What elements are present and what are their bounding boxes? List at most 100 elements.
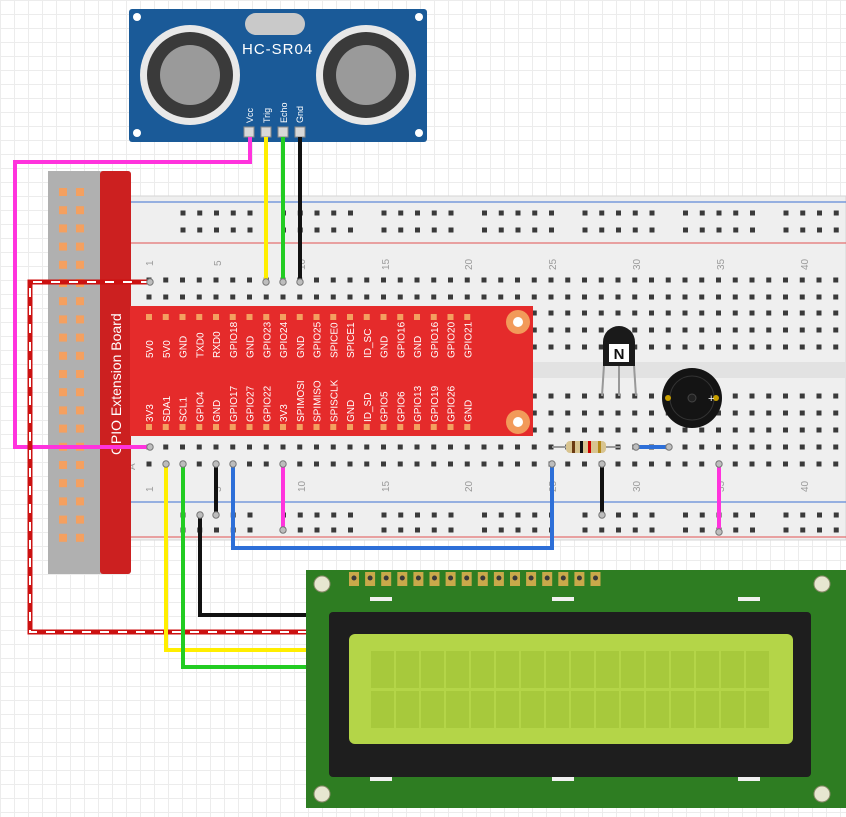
term-hole — [531, 461, 537, 467]
term-hole — [716, 344, 721, 350]
term-hole — [431, 461, 437, 467]
sensor-title: HC-SR04 — [242, 41, 313, 58]
cobbler-bottom-pin-label: 3V3 — [145, 404, 156, 422]
term-hole — [448, 461, 453, 467]
term-hole — [230, 294, 236, 300]
rail-hole — [431, 527, 437, 533]
wire-end — [229, 460, 237, 468]
rail-hole — [247, 210, 253, 216]
term-hole — [381, 294, 386, 300]
sensor-hole-tl — [133, 13, 141, 21]
cobbler-top-pin-label: 5V0 — [145, 340, 156, 358]
lcd-cell — [621, 651, 644, 688]
ribbon-pin — [76, 497, 84, 506]
lcd-hole-bl — [313, 785, 331, 803]
term-hole — [799, 277, 805, 283]
col-num-b-15: 15 — [381, 480, 392, 492]
wire-sda-yellow[interactable] — [164, 464, 306, 652]
term-hole — [632, 294, 638, 300]
rail-hole — [783, 227, 789, 233]
term-hole — [833, 327, 839, 333]
term-hole — [732, 444, 738, 450]
term-hole — [716, 277, 721, 283]
term-hole — [531, 310, 537, 316]
rail-hole — [498, 512, 504, 518]
term-hole — [682, 461, 688, 467]
term-hole — [498, 294, 504, 300]
term-hole — [833, 461, 839, 467]
ribbon-pin — [76, 533, 84, 542]
term-hole — [783, 327, 788, 333]
term-hole — [766, 444, 772, 450]
cobbler-pin — [213, 424, 219, 430]
term-hole — [632, 327, 638, 333]
rail-hole — [582, 527, 588, 533]
cobbler-top-pin-label: GND — [413, 336, 424, 358]
term-hole — [783, 393, 788, 399]
term-hole — [749, 277, 755, 283]
sensor-hole-br — [415, 129, 423, 137]
buzzer-pin-plus — [713, 395, 719, 401]
wire-gpio17-blue[interactable] — [231, 464, 554, 550]
rail-hole — [616, 210, 621, 216]
wire-end — [212, 460, 220, 468]
rail-hole — [515, 527, 521, 533]
cobbler-bottom-pin-label: SPIMISO — [313, 380, 324, 422]
term-hole — [682, 327, 688, 333]
rail-hole — [699, 527, 705, 533]
col-num-b-40: 40 — [800, 480, 811, 492]
term-hole — [799, 294, 805, 300]
sensor-pin-trig[interactable] — [260, 126, 272, 138]
term-hole — [682, 294, 688, 300]
wires — [13, 137, 721, 669]
term-hole — [582, 294, 587, 300]
rail-hole — [515, 210, 521, 216]
term-hole — [196, 461, 202, 467]
wire-vcc-magenta[interactable] — [13, 137, 252, 449]
rail-hole — [197, 227, 203, 233]
term-hole — [615, 461, 621, 467]
term-hole — [632, 461, 638, 467]
rail-hole — [632, 527, 638, 533]
term-hole — [381, 277, 386, 283]
ribbon-pin — [59, 260, 67, 269]
rail-hole — [783, 527, 789, 533]
term-hole — [682, 277, 688, 283]
cobbler-bottom-pin-label: GPIO22 — [262, 385, 273, 422]
term-hole — [582, 427, 587, 433]
rail-hole — [415, 512, 420, 518]
wire-lcd-gnd-black[interactable] — [198, 515, 306, 617]
resistor-body — [566, 441, 606, 453]
cobbler-pin — [296, 314, 303, 320]
term-hole — [615, 410, 621, 416]
wire-end — [146, 278, 154, 286]
lcd-cell — [696, 651, 719, 688]
term-hole — [314, 277, 319, 283]
term-hole — [749, 310, 755, 316]
sensor-pin-vcc[interactable] — [243, 126, 255, 138]
term-hole — [665, 294, 671, 300]
mount-hole-top-inner — [513, 317, 523, 327]
term-hole — [213, 294, 219, 300]
rail-hole — [331, 210, 337, 216]
sensor-pin-echo[interactable] — [277, 126, 289, 138]
rail-hole — [750, 512, 755, 518]
rail-hole — [800, 512, 806, 518]
rail-hole — [230, 227, 236, 233]
wire-scl-green[interactable] — [181, 464, 306, 669]
term-hole — [732, 410, 738, 416]
term-hole — [565, 294, 571, 300]
term-hole — [196, 277, 202, 283]
cobbler-pin — [363, 314, 370, 320]
sensor-pin-gnd[interactable] — [294, 126, 306, 138]
term-hole — [816, 444, 822, 450]
wire-end — [598, 460, 606, 468]
rail-hole — [783, 512, 789, 518]
cobbler-top-pin-label: GPIO23 — [262, 321, 273, 358]
cobbler-bottom-pin-label: SCL1 — [179, 397, 190, 422]
cobbler-pin — [464, 424, 471, 430]
lcd-cell — [396, 691, 419, 728]
lcd-cell — [396, 651, 419, 688]
cobbler-pin — [296, 424, 303, 430]
lcd-module — [306, 570, 846, 808]
